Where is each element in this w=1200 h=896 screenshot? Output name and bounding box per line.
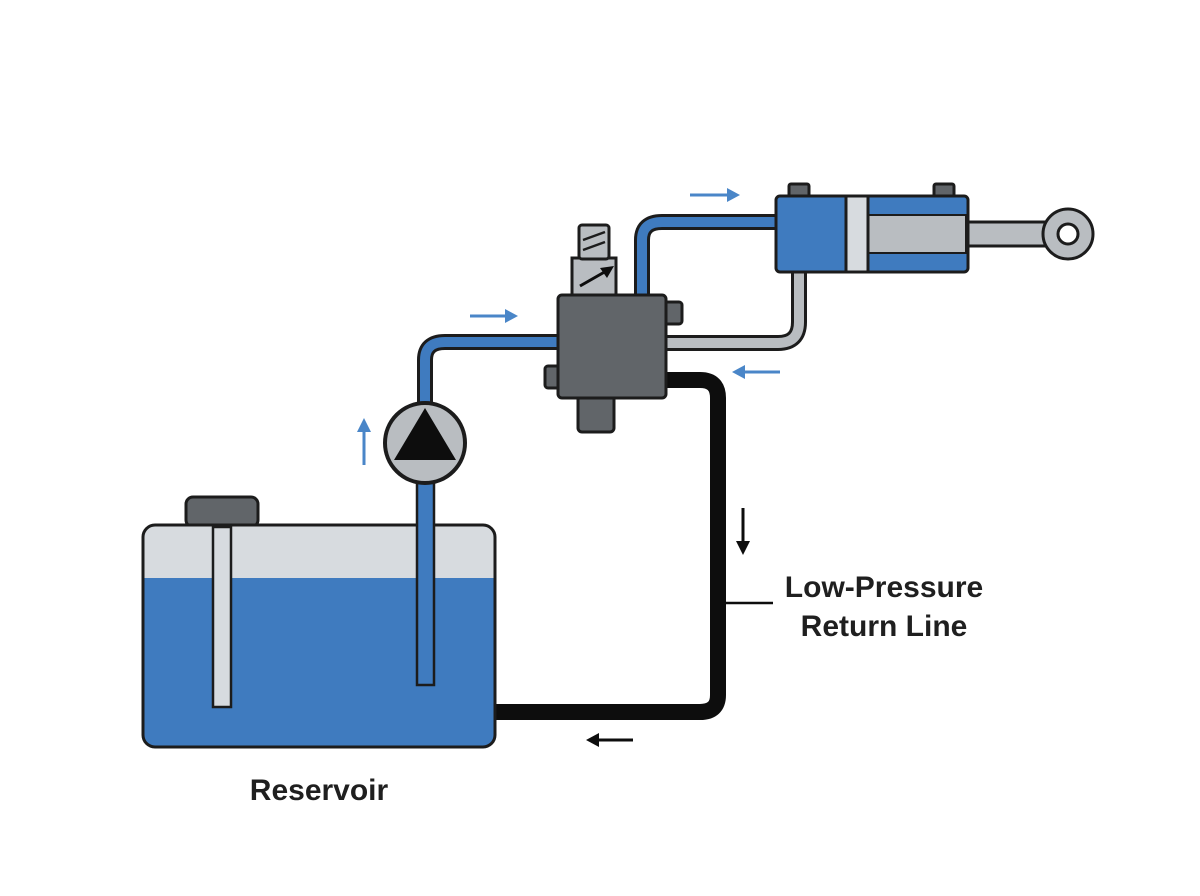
suction-pipe [415, 453, 436, 687]
pressure-line-pump-to-valve [417, 334, 560, 405]
reservoir-label: Reservoir [250, 774, 389, 807]
control-valve [543, 223, 684, 434]
flow-arrow-right-icon [690, 188, 740, 202]
reservoir-fluid [143, 578, 495, 747]
pump-triangle-icon [394, 408, 456, 460]
reservoir-tank [141, 453, 497, 749]
cylinder-rod-chamber [867, 214, 967, 254]
reservoir-cap [184, 495, 260, 529]
tank-inner-pipe [211, 525, 233, 709]
piston-head [844, 194, 870, 274]
valve-bottom-nut [576, 392, 616, 434]
flow-arrow-left-icon [732, 365, 780, 379]
return-line [494, 372, 726, 720]
pump [383, 401, 467, 485]
return-line-pipe [494, 372, 726, 720]
flow-arrow-right-icon [470, 309, 518, 323]
flow-arrow-up-icon [357, 418, 371, 465]
pressure-line-to-cylinder [634, 214, 778, 296]
hydraulic-cylinder [774, 182, 1095, 274]
adjustment-arrow-icon [579, 266, 614, 288]
valve-body [556, 293, 668, 400]
flow-arrows [357, 188, 780, 747]
return-line-label-line2: Return Line [801, 610, 968, 643]
flow-arrow-down-icon [736, 508, 750, 555]
reservoir-outline [141, 523, 497, 749]
flow-arrow-left-icon [586, 733, 633, 747]
cylinder-return-pipe [664, 272, 807, 351]
return-line-label-line1: Low-Pressure [785, 571, 983, 604]
